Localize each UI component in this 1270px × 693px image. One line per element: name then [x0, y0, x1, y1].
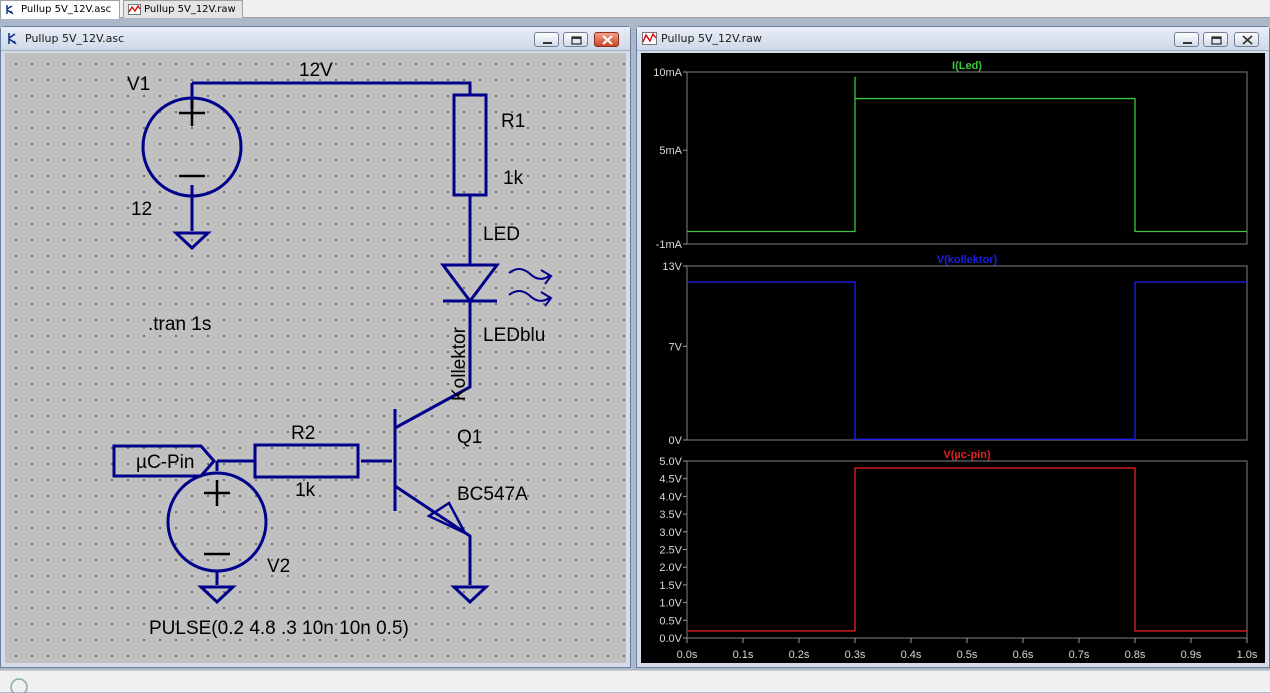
label-r2-value[interactable]: 1k: [295, 480, 316, 501]
ground-symbol: [197, 585, 237, 605]
label-v1-value[interactable]: 12: [131, 199, 152, 220]
waveform-icon: [128, 4, 141, 15]
schematic-window: Pullup 5V_12V.asc: [0, 26, 631, 668]
y-tick-label: 1.0V: [659, 598, 682, 610]
wires: [190, 81, 472, 585]
x-tick-label: 0.1s: [733, 649, 754, 661]
pane-frame: [686, 71, 1248, 245]
label-q1-model[interactable]: BC547A: [457, 484, 528, 505]
transistor-q1[interactable]: [393, 409, 468, 536]
waveform-window: Pullup 5V_12V.raw I(Led) 10mA 5mA -1mA V(kol…: [636, 26, 1270, 668]
minimize-button[interactable]: [1174, 32, 1199, 47]
pane-frame: [686, 460, 1248, 639]
y-tick-label: 13V: [662, 261, 682, 273]
waveform-plot-area[interactable]: I(Led) 10mA 5mA -1mA V(kollektor) 13V 7V 0V V(µc…: [641, 53, 1265, 663]
tab-label: Pullup 5V_12V.raw: [144, 4, 236, 15]
x-tick-label: 0.4s: [901, 649, 922, 661]
label-net-kollektor[interactable]: Kollektor: [449, 326, 470, 401]
label-v1[interactable]: V1: [127, 74, 150, 95]
port-uc-pin[interactable]: [112, 444, 216, 478]
x-tick-label: 0.0s: [677, 649, 698, 661]
y-tick-label: 0V: [669, 435, 683, 447]
trace-title[interactable]: V(µc-pin): [943, 449, 991, 461]
x-tick-label: 1.0s: [1237, 649, 1258, 661]
trace-line: [687, 467, 1247, 632]
label-q1[interactable]: Q1: [457, 427, 482, 448]
y-tick-label: 4.0V: [659, 491, 682, 503]
close-button[interactable]: [594, 32, 619, 47]
restore-icon: [1211, 36, 1222, 45]
voltage-source-v2[interactable]: [166, 471, 268, 573]
y-tick-label: 7V: [669, 341, 683, 353]
x-tick-label: 0.8s: [1125, 649, 1146, 661]
resistor-r2[interactable]: [253, 443, 360, 479]
label-net-12v[interactable]: 12V: [299, 60, 333, 81]
x-tick-label: 0.2s: [789, 649, 810, 661]
x-tick-label: 0.5s: [957, 649, 978, 661]
y-tick-label: 0.0V: [659, 633, 682, 645]
y-tick-label: 3.5V: [659, 509, 682, 521]
label-led[interactable]: LED: [483, 224, 520, 245]
close-button[interactable]: [1234, 32, 1259, 47]
x-tick-label: 0.6s: [1013, 649, 1034, 661]
y-tick-label: 10mA: [653, 67, 682, 79]
label-r1-value[interactable]: 1k: [503, 168, 524, 189]
label-r1[interactable]: R1: [501, 111, 525, 132]
y-tick-label: 2.5V: [659, 545, 682, 557]
minimize-button[interactable]: [534, 32, 559, 47]
schematic-icon: [6, 5, 14, 15]
waveform-icon: [642, 32, 657, 45]
label-led-model[interactable]: LEDblu: [483, 325, 545, 346]
minimize-icon: [543, 42, 552, 44]
plot-pane-3[interactable]: V(µc-pin) 5.0V 4.5V 4.0V 3.5V 3.0V 2.5V 2.0V 1.5…: [659, 449, 1248, 645]
x-tick-label: 0.7s: [1069, 649, 1090, 661]
tab-label: Pullup 5V_12V.asc: [21, 4, 112, 15]
led-symbol[interactable]: [440, 263, 553, 307]
restore-icon: [571, 36, 582, 45]
resistor-r1[interactable]: [452, 93, 488, 197]
trace-title[interactable]: V(kollektor): [937, 254, 998, 266]
ground-symbol: [172, 231, 212, 251]
schematic-canvas[interactable]: V1 12 12V R1 1k LED LEDblu Kollektor Q1 …: [5, 53, 626, 663]
waveform-titlebar[interactable]: Pullup 5V_12V.raw: [637, 27, 1269, 51]
y-tick-label: 2.0V: [659, 562, 682, 574]
window-title: Pullup 5V_12V.asc: [25, 32, 125, 45]
y-tick-label: 0.5V: [659, 615, 682, 627]
spice-directive-tran[interactable]: .tran 1s: [148, 314, 211, 335]
y-tick-label: 5.0V: [659, 456, 682, 468]
restore-button[interactable]: [563, 32, 588, 47]
pane-frame: [686, 265, 1248, 441]
document-tab-bar: Pullup 5V_12V.asc Pullup 5V_12V.raw: [0, 0, 1270, 19]
close-icon: [1242, 35, 1253, 45]
trace-title[interactable]: I(Led): [952, 60, 982, 72]
y-tick-label: 3.0V: [659, 527, 682, 539]
label-v2-value[interactable]: PULSE(0.2 4.8 .3 10n 10n 0.5): [149, 618, 409, 639]
y-tick-label: 5mA: [659, 145, 682, 157]
window-title: Pullup 5V_12V.raw: [661, 32, 762, 45]
minimize-icon: [1183, 42, 1192, 44]
tab-waveform[interactable]: Pullup 5V_12V.raw: [123, 0, 243, 18]
tab-schematic[interactable]: Pullup 5V_12V.asc: [0, 0, 120, 19]
status-icon: [10, 678, 28, 693]
y-tick-label: -1mA: [656, 239, 683, 251]
y-tick-label: 1.5V: [659, 580, 682, 592]
plot-pane-1[interactable]: I(Led) 10mA 5mA -1mA: [653, 60, 1248, 251]
voltage-source-v1[interactable]: [141, 96, 243, 198]
plot-pane-2[interactable]: V(kollektor) 13V 7V 0V: [662, 254, 1248, 447]
label-r2[interactable]: R2: [291, 423, 315, 444]
trace-line: [687, 76, 1247, 233]
label-port-uc-pin: µC-Pin: [136, 452, 194, 473]
close-icon: [602, 35, 613, 45]
x-tick-label: 0.3s: [845, 649, 866, 661]
x-axis: 0.0s 0.1s 0.2s 0.3s 0.4s 0.5s 0.6s 0.7s 0.8s 0.9s…: [677, 638, 1258, 661]
ground-symbol: [450, 585, 490, 605]
x-tick-label: 0.9s: [1181, 649, 1202, 661]
label-v2[interactable]: V2: [267, 556, 290, 577]
trace-line: [687, 281, 1247, 440]
schematic-titlebar[interactable]: Pullup 5V_12V.asc: [1, 27, 630, 51]
schematic-icon: [8, 33, 17, 45]
y-tick-label: 4.5V: [659, 474, 682, 486]
restore-button[interactable]: [1203, 32, 1228, 47]
status-bar: [0, 670, 1270, 693]
